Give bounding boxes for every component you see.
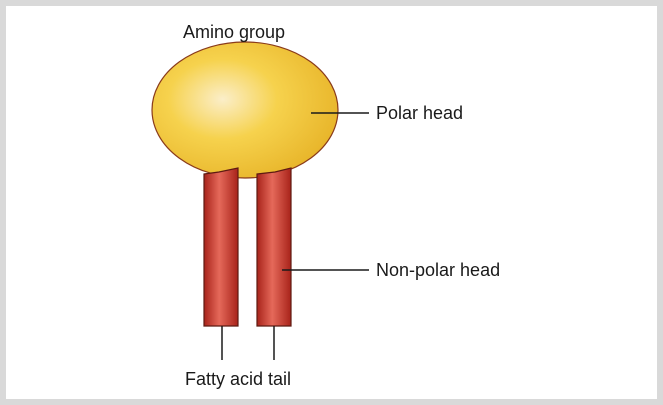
fatty-acid-tail-left — [204, 168, 238, 326]
non-polar-head-label: Non-polar head — [376, 260, 500, 280]
polar-head-label: Polar head — [376, 103, 463, 123]
amino-group-label: Amino group — [183, 22, 285, 42]
fatty-acid-tail-right — [257, 168, 291, 326]
fatty-acid-tail-label: Fatty acid tail — [185, 369, 291, 389]
polar-head-shape — [152, 42, 338, 178]
